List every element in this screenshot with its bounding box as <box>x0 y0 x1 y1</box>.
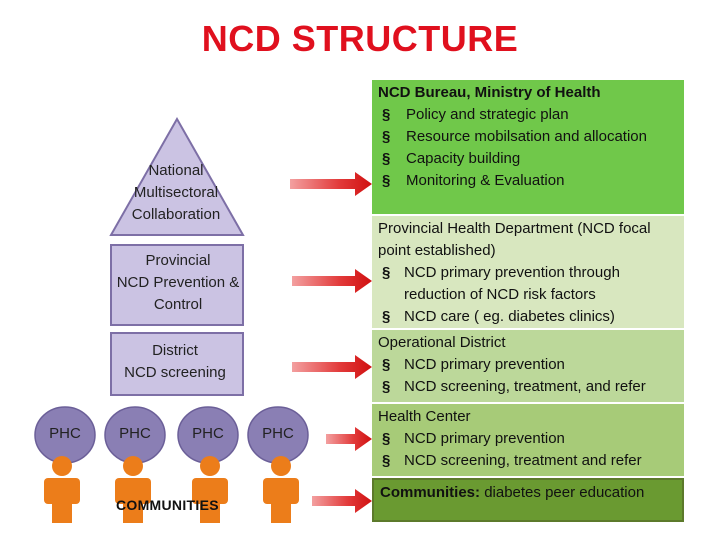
provincial-label: Provincial NCD Prevention & Control <box>104 250 252 316</box>
national-label: National Multisectoral Collaboration <box>111 160 241 226</box>
phc-label-2: PHC <box>119 425 151 442</box>
district-label-line-1: District <box>152 342 198 359</box>
list-item: NCD primary prevention <box>378 354 678 376</box>
pyramid-district <box>110 332 244 396</box>
arrow-icon-district <box>292 355 372 379</box>
arrow-icon-national <box>290 172 372 196</box>
box-ncd-bureau-heading: NCD Bureau, Ministry of Health <box>378 84 601 101</box>
box-communities-text: Communities: diabetes peer education <box>380 482 676 504</box>
box-ncd-bureau: NCD Bureau, Ministry of Health Policy an… <box>372 80 684 214</box>
provincial-label-line-1: Provincial <box>145 252 211 269</box>
list-item: NCD care ( eg. diabetes clinics) <box>378 306 678 328</box>
list-item: NCD primary prevention <box>378 428 678 450</box>
box-operational-district-heading: Operational District <box>378 334 506 351</box>
page-title: NCD STRUCTURE <box>201 18 519 59</box>
district-label: District NCD screening <box>100 340 250 384</box>
provincial-label-line-3: Control <box>153 296 203 313</box>
list-item: Monitoring & Evaluation <box>378 170 678 192</box>
person-icon-2 <box>115 456 151 523</box>
box-health-center: Health Center NCD primary prevention NCD… <box>372 404 684 476</box>
arrow-icon-phc <box>326 427 372 451</box>
phc-label-4: PHC <box>262 425 294 442</box>
list-item: Capacity building <box>378 148 678 170</box>
box-provincial-health-heading: Provincial Health Department (NCD focal … <box>378 220 651 259</box>
district-label-line-2: NCD screening <box>124 364 226 381</box>
person-icon-3 <box>192 456 228 523</box>
list-item: NCD primary prevention through reduction… <box>378 262 678 306</box>
box-provincial-health: Provincial Health Department (NCD focal … <box>372 216 684 328</box>
national-label-line-2: Multisectoral <box>133 184 219 201</box>
box-health-center-heading: Health Center <box>378 408 471 425</box>
provincial-label-line-2: NCD Prevention & <box>116 274 240 291</box>
list-item: Resource mobilsation and allocation <box>378 126 678 148</box>
communities-label: COMMUNITIES <box>116 497 219 513</box>
person-icon-1 <box>44 456 80 523</box>
national-label-line-1: National <box>148 162 204 179</box>
list-item: NCD screening, treatment and refer <box>378 450 678 472</box>
phc-label-1: PHC <box>49 425 81 442</box>
box-communities-description: diabetes peer education <box>484 484 645 501</box>
pyramid-national <box>109 116 245 236</box>
phc-label-3: PHC <box>192 425 224 442</box>
box-communities-heading: Communities: <box>380 484 481 501</box>
box-communities: Communities: diabetes peer education <box>372 478 684 522</box>
list-item: NCD screening, treatment, and refer <box>378 376 678 398</box>
national-label-line-3: Collaboration <box>131 206 221 223</box>
box-operational-district: Operational District NCD primary prevent… <box>372 330 684 402</box>
person-icon-4 <box>263 456 299 523</box>
list-item: Policy and strategic plan <box>378 104 678 126</box>
arrow-icon-communities <box>312 489 372 513</box>
arrow-icon-provincial <box>292 269 372 293</box>
pyramid-provincial <box>110 244 244 326</box>
